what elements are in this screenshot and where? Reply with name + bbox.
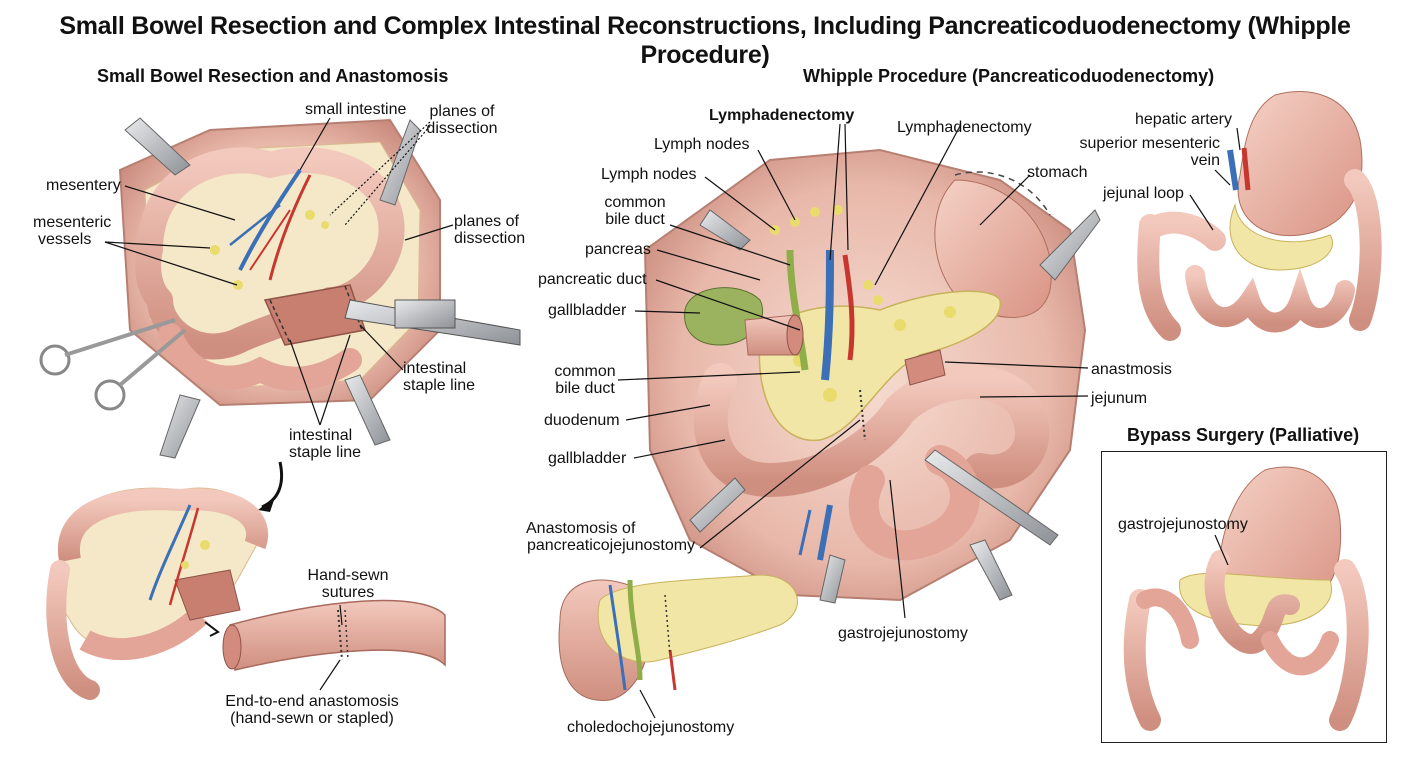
label-line: mesenteric [33, 214, 112, 231]
label-common-bile-duct-mid: common bile duct [548, 363, 622, 397]
label-intestinal-staple-line-bottom: intestinal staple line [289, 427, 361, 461]
page-title: Small Bowel Resection and Complex Intest… [59, 12, 1351, 69]
label-small-intestine: small intestine [305, 101, 407, 118]
label-line: common [554, 363, 616, 380]
label-line: Anastomosis of [526, 520, 636, 537]
label-line: End-to-end anastomosis [225, 693, 399, 710]
label-jejunal-loop: jejunal loop [1103, 185, 1184, 202]
label-gallbladder-top: gallbladder [548, 302, 627, 319]
label-gastrojejunostomy: gastrojejunostomy [838, 625, 968, 642]
label-planes-of-dissection-right: planes of dissection [454, 213, 525, 247]
label-line: staple line [403, 377, 476, 394]
whipple-field-art [643, 148, 1101, 604]
label-lymphadenectomy: Lymphadenectomy [897, 119, 1032, 136]
label-lymphadenectomy-bold: Lymphadenectomy [709, 107, 855, 124]
resection-field-art [39, 117, 521, 459]
bypass-frame [1101, 451, 1387, 743]
label-mesenteric-vessels: mesenteric vessels [33, 214, 111, 248]
resected-bowel-art [46, 487, 269, 700]
label-line: pancreaticojejunostomy [526, 537, 696, 554]
label-line: bile duct [605, 211, 665, 228]
whipple-panel-title: Whipple Procedure (Pancreaticoduodenecto… [803, 66, 1215, 86]
label-lymph-nodes-1: Lymph nodes [654, 136, 750, 153]
end-to-end-anastomosis-art [222, 599, 446, 671]
label-line: (hand-sewn or stapled) [230, 710, 394, 727]
label-line: bile duct [555, 380, 615, 397]
label-hepatic-artery: hepatic artery [1135, 111, 1232, 128]
label-line: planes of [429, 103, 495, 120]
label-intestinal-staple-line-right: intestinal staple line [403, 360, 475, 394]
label-choledochojejunostomy: choledochojejunostomy [567, 719, 735, 736]
label-hand-sewn-sutures: Hand-sewn sutures [293, 567, 403, 601]
bypass-art [1123, 466, 1369, 731]
label-bypass-gastrojejunostomy: gastrojejunostomy [1118, 516, 1248, 533]
label-pancreatic-duct: pancreatic duct [538, 271, 647, 288]
label-anastmosis: anastmosis [1091, 361, 1172, 378]
label-lymph-nodes-2: Lymph nodes [601, 166, 697, 183]
label-stomach: stomach [1027, 164, 1088, 181]
label-line: planes of [454, 213, 519, 230]
label-line: sutures [321, 584, 375, 601]
bypass-panel-title: Bypass Surgery (Palliative) [1127, 425, 1360, 445]
label-mesentery: mesentery [46, 177, 121, 194]
label-superior-mesenteric-vein: superior mesenteric vein [1070, 135, 1221, 169]
label-line: dissection [426, 120, 498, 137]
label-line: intestinal [403, 360, 467, 377]
label-planes-of-dissection-top: planes of dissection [420, 103, 504, 137]
leader-lines [104, 117, 1241, 719]
label-line: staple line [289, 444, 362, 461]
label-line: dissection [454, 230, 526, 247]
label-pancreas: pancreas [585, 241, 651, 258]
resection-panel-title: Small Bowel Resection and Anastomosis [97, 66, 449, 86]
label-line: vessels [38, 231, 92, 248]
whipple-reconstruction-inset-art [1137, 90, 1382, 341]
label-gallbladder-bottom: gallbladder [548, 450, 627, 467]
label-line: common [604, 194, 666, 211]
label-anastomosis-pancreaticojejunostomy: Anastomosis of pancreaticojejunostomy [520, 520, 702, 554]
label-common-bile-duct-top: common bile duct [598, 194, 672, 228]
label-line: vein [1190, 152, 1220, 169]
label-jejunum: jejunum [1091, 390, 1148, 407]
label-line: superior mesenteric [1079, 135, 1221, 152]
label-end-to-end-anastomosis: End-to-end anastomosis (hand-sewn or sta… [207, 693, 417, 727]
label-line: intestinal [289, 427, 353, 444]
choledochojejunostomy-inset-art [558, 574, 798, 701]
label-line: Hand-sewn [307, 567, 389, 584]
label-duodenum: duodenum [544, 412, 620, 429]
